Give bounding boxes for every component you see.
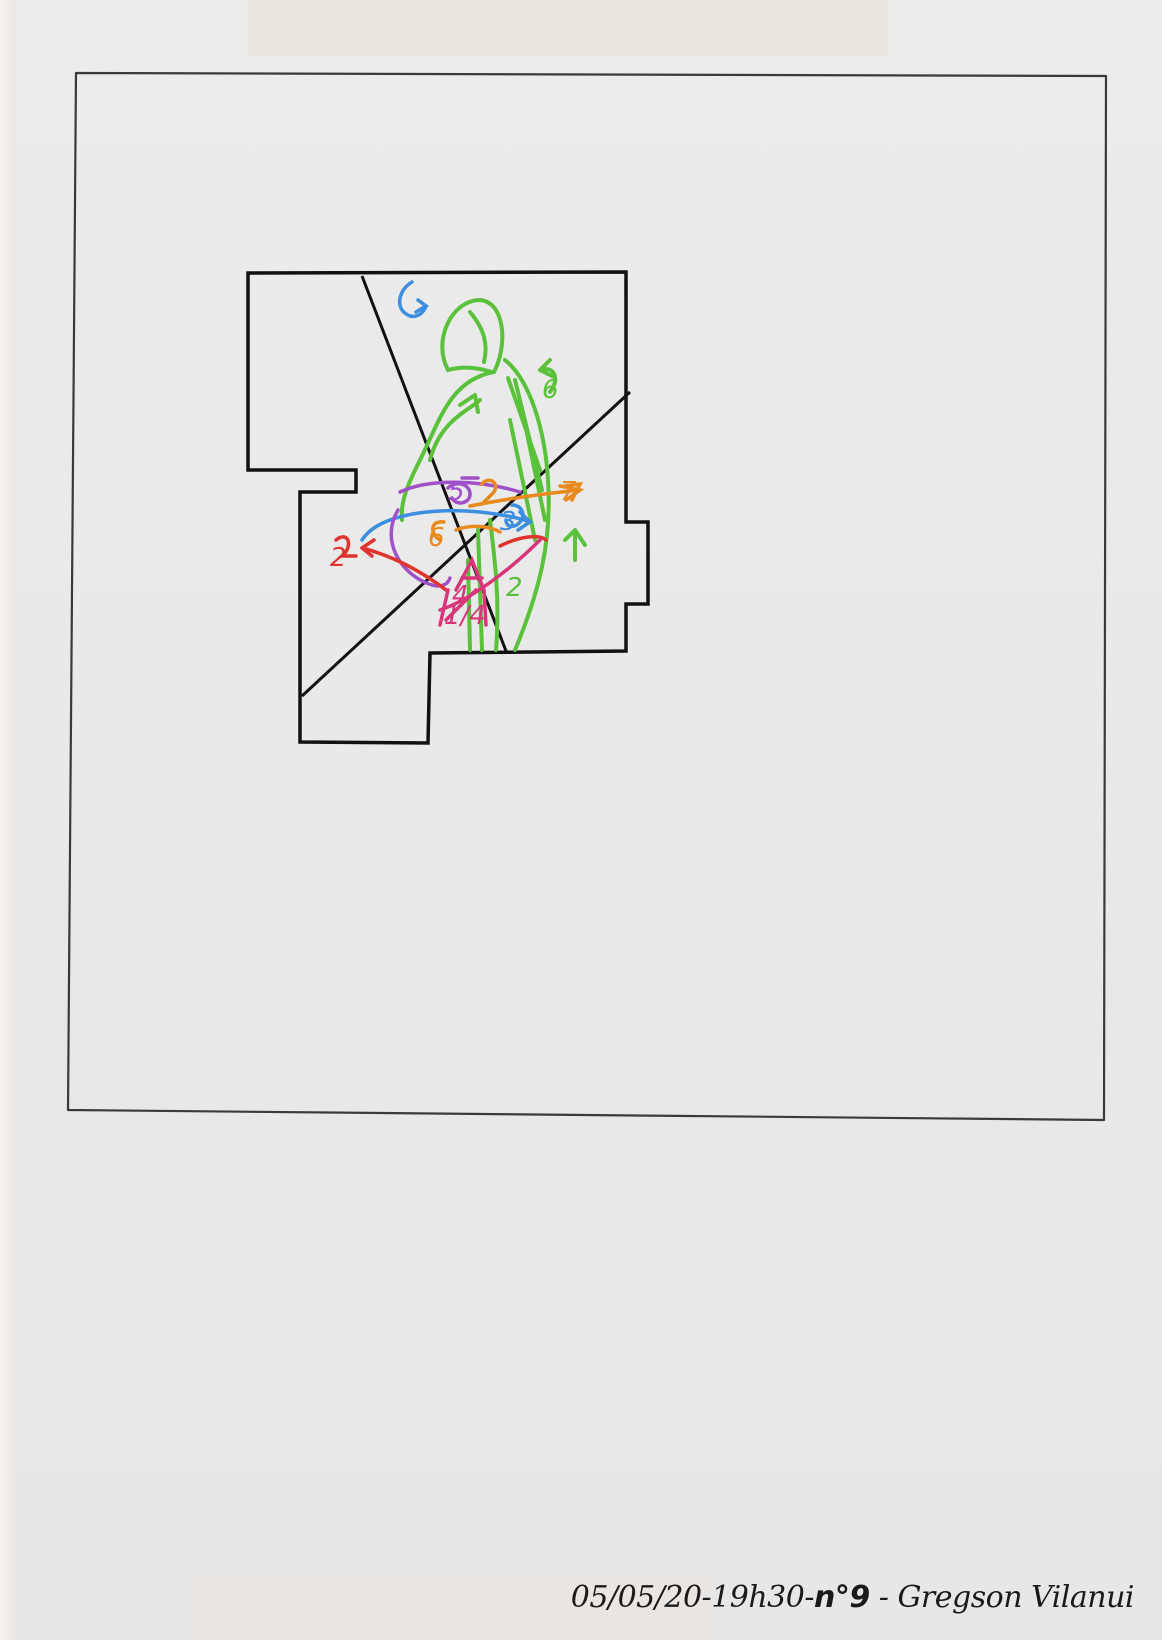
sketch-number: 3 <box>500 507 517 537</box>
sketch-number: 6 <box>428 523 445 553</box>
caption-time: 19h30 <box>711 1580 804 1615</box>
sketch-number: 6 <box>542 375 559 405</box>
sketch-number: 2 <box>330 543 347 573</box>
sketch-number: 5 <box>448 477 465 507</box>
green-figure <box>402 300 585 650</box>
sketch-number: 2 <box>506 573 523 603</box>
pencil-frame <box>68 73 1106 1120</box>
sketch-number: 1/4 <box>444 601 486 631</box>
caption-number: n°9 <box>814 1580 870 1615</box>
signature-caption: 05/05/20-19h30-n°9 - Gregson Vilanui <box>571 1580 1134 1615</box>
sketch-number: 7 <box>560 477 577 507</box>
ink-outline <box>248 272 648 743</box>
caption-date: 05/05/20 <box>571 1580 702 1615</box>
caption-author: Gregson Vilanui <box>897 1580 1134 1615</box>
